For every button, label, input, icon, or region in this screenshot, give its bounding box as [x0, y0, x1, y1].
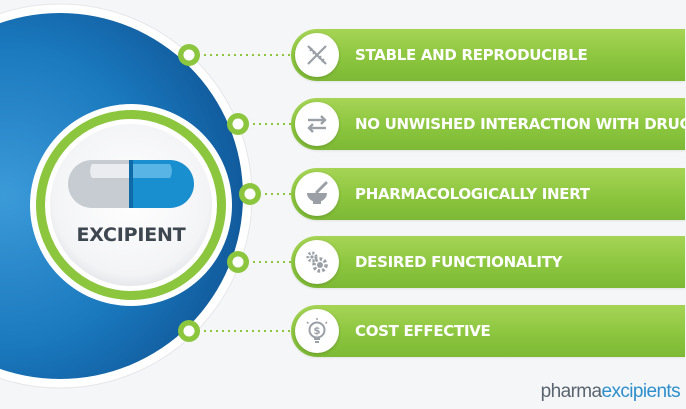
property-cost: $ COST EFFECTIVE [291, 305, 685, 357]
mortar-pestle-icon [307, 181, 328, 204]
brand-logo: pharmaexcipients [540, 381, 681, 403]
brand-part1: pharma [540, 381, 602, 402]
exchange-arrows-icon [307, 115, 327, 133]
brand-part2: excipients [601, 381, 681, 402]
property-label: COST EFFECTIVE [355, 322, 491, 340]
icon-badge: $ [295, 309, 339, 353]
dna-icon [307, 45, 327, 65]
property-stable: STABLE AND REPRODUCIBLE [291, 29, 685, 81]
property-label: DESIRED FUNCTIONALITY [355, 253, 563, 271]
property-label: NO UNWISHED INTERACTION WITH DRUG [355, 115, 686, 133]
core-title: EXCIPIENT [76, 224, 186, 246]
property-label: STABLE AND REPRODUCIBLE [355, 46, 588, 64]
icon-badge [295, 240, 339, 284]
capsule-icon [68, 160, 194, 208]
property-label: PHARMACOLOGICALLY INERT [355, 185, 590, 203]
svg-text:$: $ [314, 326, 321, 337]
property-functionality: DESIRED FUNCTIONALITY [291, 236, 685, 288]
dollar-bulb-icon: $ [306, 318, 328, 343]
property-no-interaction: NO UNWISHED INTERACTION WITH DRUG [291, 98, 686, 150]
connector-nodes [178, 44, 261, 342]
gears-icon [306, 251, 328, 273]
icon-badge [295, 172, 339, 216]
icon-badge [295, 102, 339, 146]
icon-badge [295, 33, 339, 77]
property-inert: PHARMACOLOGICALLY INERT [291, 168, 685, 220]
connector-lines [198, 54, 292, 332]
